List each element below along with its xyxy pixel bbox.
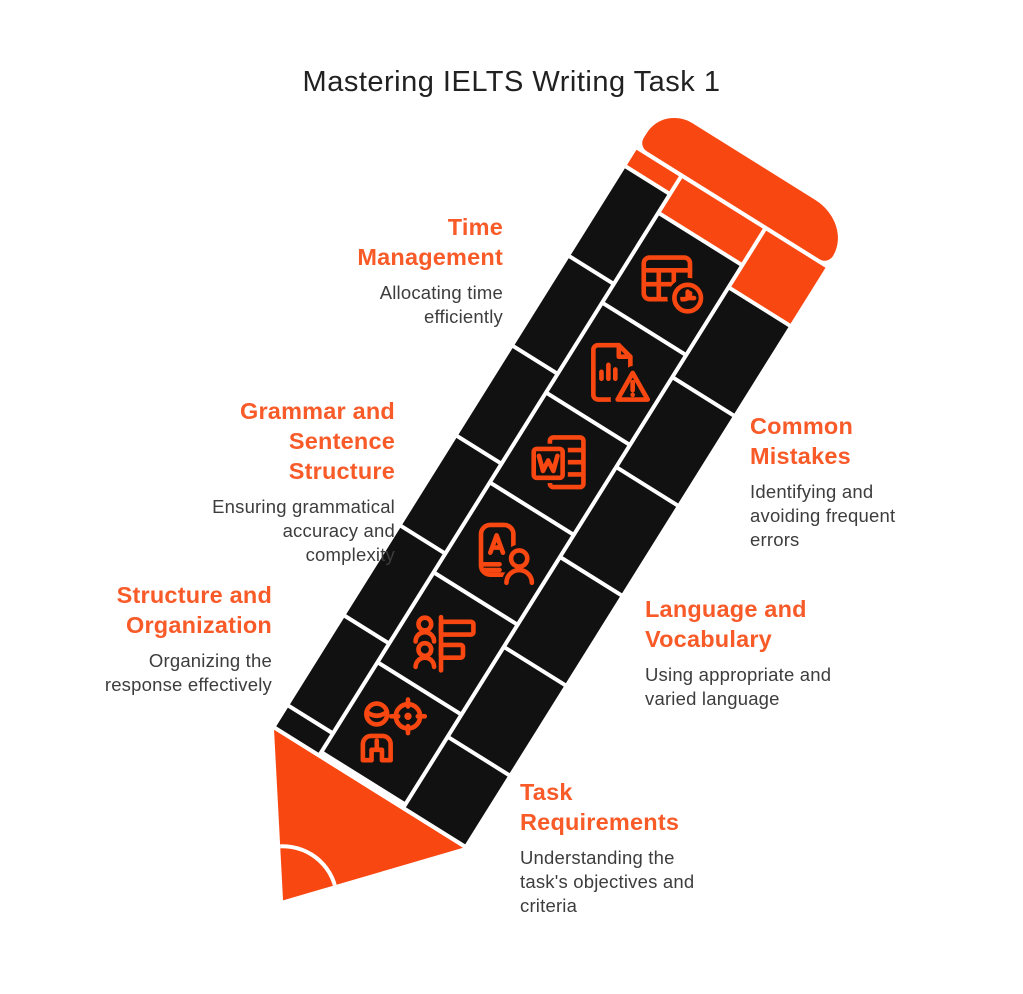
report-warning-icon <box>590 342 654 407</box>
page-title: Mastering IELTS Writing Task 1 <box>302 66 721 98</box>
pencil-segment-common-mistakes <box>548 305 684 443</box>
topic-heading: Language and Vocabulary <box>645 596 807 652</box>
pencil-segment-vocabulary <box>436 485 572 623</box>
topic-heading: Grammar and Sentence Structure <box>239 398 395 484</box>
topic-heading: Task Requirements <box>520 779 680 835</box>
pencil-body <box>276 149 826 845</box>
table-clock-icon <box>641 255 708 319</box>
topic-description: Organizing the response effectively <box>104 650 272 695</box>
topic-time-management: Time Management Allocating time efficien… <box>357 212 503 329</box>
pencil-illustration <box>200 105 854 966</box>
topic-task-requirements: Task Requirements Understanding the task… <box>520 777 694 918</box>
topic-heading: Time Management <box>357 214 503 270</box>
pencil-segment-grammar <box>492 395 628 533</box>
topic-description: Allocating time efficiently <box>379 282 503 327</box>
topic-description: Ensuring grammatical accuracy and comple… <box>212 496 395 565</box>
word-document-icon <box>528 434 586 490</box>
topic-description: Understanding the task's objectives and … <box>520 847 695 916</box>
topic-description: Identifying and avoiding frequent errors <box>750 481 896 550</box>
org-structure-icon <box>412 614 476 673</box>
topic-heading: Structure and Organization <box>116 582 272 638</box>
pencil-tip-arc <box>206 823 360 977</box>
pencil-facet-center <box>276 178 763 845</box>
person-target-icon <box>360 696 427 763</box>
topic-grammar-sentence-structure: Grammar and Sentence Structure Ensuring … <box>212 396 395 567</box>
pencil-segment-task-requirements <box>324 664 459 802</box>
topic-heading: Common Mistakes <box>750 413 854 469</box>
topic-description: Using appropriate and varied language <box>645 664 832 709</box>
pencil-segment-structure <box>380 575 515 712</box>
vocabulary-person-icon <box>478 522 537 589</box>
topic-structure-organization: Structure and Organization Organizing th… <box>105 580 272 697</box>
topic-language-vocabulary: Language and Vocabulary Using appropriat… <box>645 594 831 711</box>
topic-common-mistakes: Common Mistakes Identifying and avoiding… <box>750 411 895 552</box>
pencil-segment-time <box>604 215 740 353</box>
